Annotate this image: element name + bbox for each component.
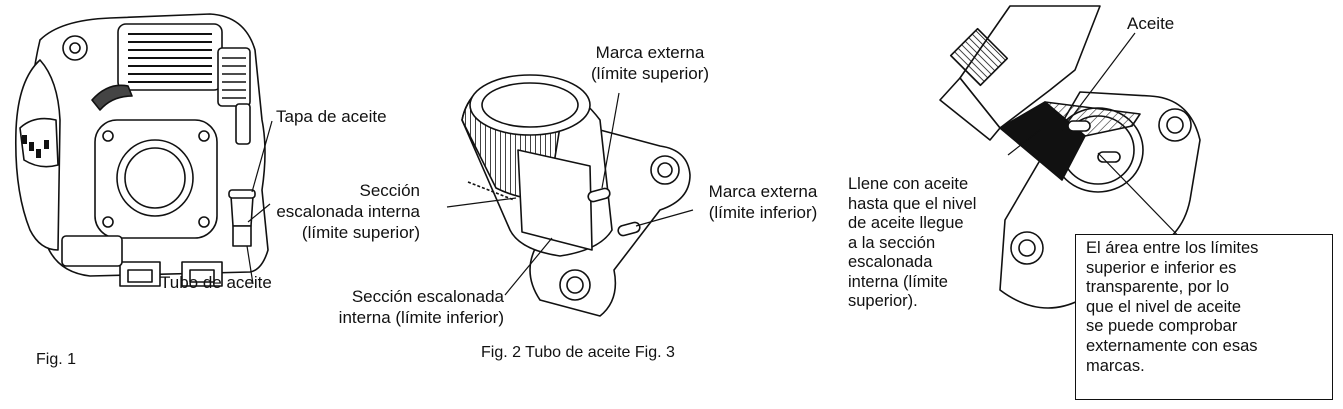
oil-tube-section-drawing (939, 5, 1201, 309)
fig2-caption: Fig. 2 Tubo de aceite Fig. 3 (481, 344, 675, 361)
fig1-caption: Fig. 1 (36, 351, 77, 368)
transparent-area-note: El área entre los límites superior e inf… (1075, 234, 1333, 400)
oil-tube-label: Tubo de aceite (160, 273, 272, 292)
oil-cap-label: Tapa de aceite (276, 107, 387, 126)
oil-tube-drawing (461, 74, 691, 317)
outer-mark-lower-label: Marca externa (límite inferior) (708, 182, 818, 222)
outer-mark-upper-label: Marca externa (límite superior) (590, 43, 710, 83)
inner-step-upper-label: Sección escalonada interna (límite super… (276, 181, 420, 242)
oil-label: Aceite (1127, 14, 1175, 33)
fig1-leader-lines (246, 120, 273, 285)
fig3-leader-lines (1007, 32, 1191, 249)
fig2-leader-lines (446, 92, 694, 296)
engine-drawing (14, 13, 269, 287)
inner-step-lower-label: Sección escalonada interna (límite infer… (338, 287, 504, 327)
fill-instruction-label: Llene con aceite hasta que el nivel de a… (848, 175, 977, 310)
